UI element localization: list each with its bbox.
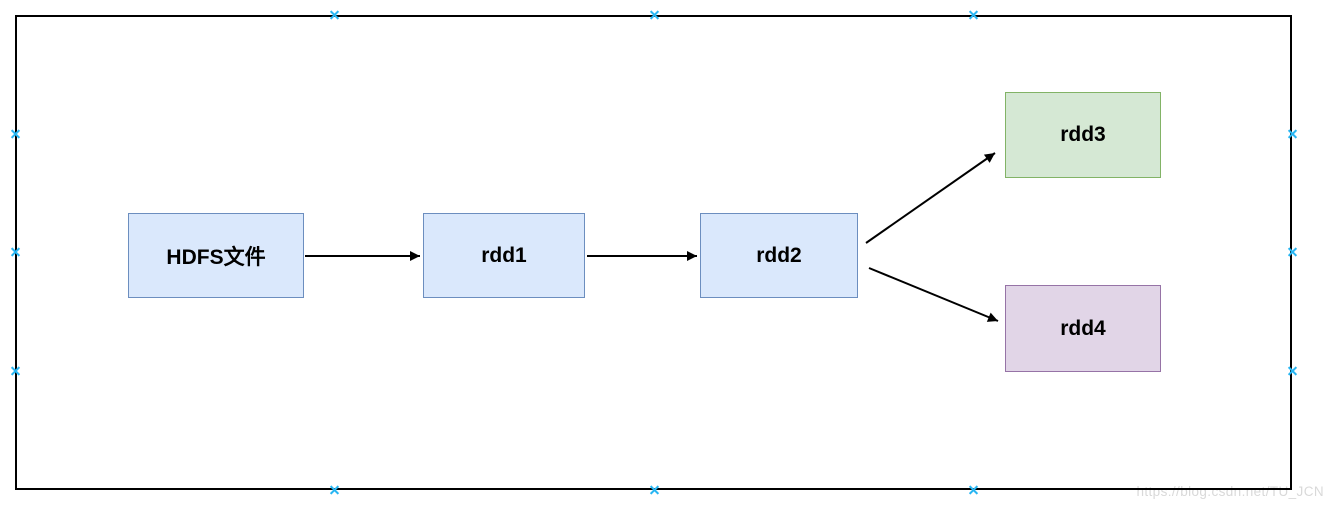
connection-point-icon[interactable] — [11, 248, 20, 257]
connection-point-icon[interactable] — [650, 11, 659, 20]
connection-point-icon[interactable] — [1288, 130, 1297, 139]
edge-rdd2-to-rdd3[interactable] — [865, 152, 996, 244]
node-rdd2-label: rdd2 — [756, 243, 802, 267]
connection-point-icon[interactable] — [11, 130, 20, 139]
watermark: https://blog.csdn.net/TU_JCN — [1136, 484, 1324, 499]
connection-point-icon[interactable] — [1288, 367, 1297, 376]
connection-point-icon[interactable] — [969, 486, 978, 495]
node-rdd3-label: rdd3 — [1060, 123, 1106, 146]
node-rdd4-label: rdd4 — [1060, 316, 1106, 340]
connection-point-icon[interactable] — [11, 367, 20, 376]
edge-rdd2-to-rdd4[interactable] — [868, 267, 999, 322]
connection-point-icon[interactable] — [330, 11, 339, 20]
connection-point-icon[interactable] — [1288, 248, 1297, 257]
node-rdd1[interactable]: rdd1 — [423, 213, 585, 298]
node-rdd2[interactable]: rdd2 — [700, 213, 858, 298]
connection-point-icon[interactable] — [969, 11, 978, 20]
connection-point-icon[interactable] — [330, 486, 339, 495]
node-rdd3[interactable]: rdd3 — [1005, 92, 1161, 178]
node-hdfs-file[interactable]: HDFS文件 — [128, 213, 304, 298]
node-rdd4[interactable]: rdd4 — [1005, 285, 1161, 372]
node-hdfs-file-label: HDFS文件 — [166, 245, 266, 269]
connection-point-icon[interactable] — [650, 486, 659, 495]
node-rdd1-label: rdd1 — [481, 243, 527, 267]
